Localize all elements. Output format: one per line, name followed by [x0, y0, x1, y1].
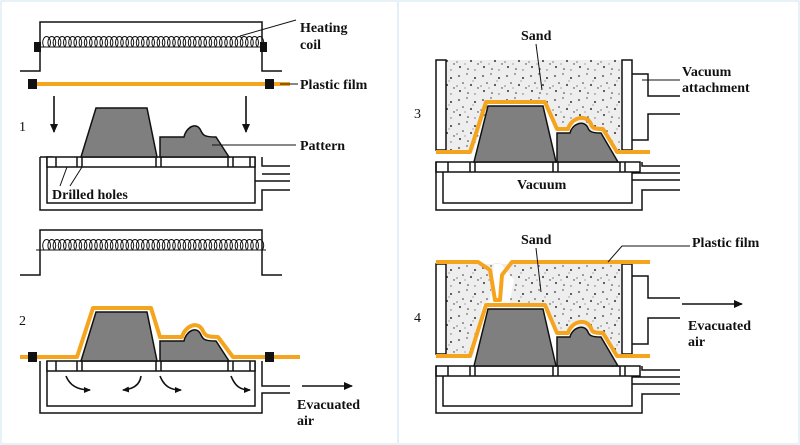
- plastic-film-lower: [436, 303, 650, 358]
- pattern-plate: [46, 156, 256, 168]
- plastic-film-label: Plastic film: [692, 236, 760, 251]
- pattern-shape: [79, 107, 158, 158]
- step-4-number: 4: [414, 311, 421, 326]
- vacuum-attachment: [632, 275, 680, 345]
- plastic-film-draped: [436, 100, 650, 154]
- pattern-plate: [435, 161, 641, 173]
- sand-label: Sand: [521, 29, 552, 44]
- heater-housing: [20, 229, 282, 276]
- heating-coil-label: Heating: [300, 21, 347, 36]
- pattern-label: Pattern: [300, 139, 345, 154]
- step-1-group: Heating coil Plastic film 1 Pattern Dril…: [19, 19, 368, 211]
- drilled-holes-label: Drilled holes: [52, 188, 128, 203]
- plastic-film-upper: [436, 260, 650, 302]
- heating-coil-icon: [36, 239, 266, 251]
- flask-wall-right: [621, 59, 633, 151]
- step-2-number: 2: [19, 314, 26, 329]
- pattern-shape: [556, 326, 620, 367]
- step-4-group: Sand Plastic film 4 Evacuated air: [414, 233, 760, 414]
- vacuum-box: [435, 162, 680, 211]
- sand-label: Sand: [521, 233, 552, 248]
- curved-airflow-arrow-icon: [65, 375, 91, 393]
- clamp-icon: [28, 79, 37, 89]
- flask-wall-left: [435, 59, 447, 151]
- clamp-icon: [265, 352, 274, 362]
- evacuated-air-label: Evacuated: [688, 319, 751, 334]
- heater-housing: [20, 21, 282, 72]
- curved-airflow-arrow-icon: [159, 375, 182, 393]
- step-3-group: Sand Vacuum attachment 3 Vacuum: [414, 29, 750, 211]
- vacuum-label: Vacuum: [517, 178, 567, 193]
- sand-fill: [446, 263, 622, 354]
- vacuum-box: [435, 366, 680, 414]
- flask-wall-right: [621, 263, 633, 355]
- step-1-number: 1: [19, 120, 26, 135]
- pattern-shape: [159, 125, 231, 158]
- vacuum-attachment: [632, 73, 680, 141]
- vacuum-attachment-label: Vacuum: [682, 65, 732, 80]
- curved-airflow-arrow-icon: [230, 375, 251, 393]
- pattern-shape: [159, 329, 231, 362]
- vacuum-attachment-label-2: attachment: [682, 81, 750, 96]
- step-3-number: 3: [414, 107, 421, 122]
- pattern-shape: [473, 105, 557, 163]
- heating-coil-icon: [34, 36, 267, 52]
- sand-fill: [446, 60, 622, 150]
- plastic-film-label: Plastic film: [300, 78, 368, 93]
- evacuated-air-label-2: air: [688, 335, 705, 350]
- pattern-plate: [46, 360, 256, 372]
- flask-wall-left: [435, 263, 447, 355]
- evacuated-air-label-2: air: [297, 414, 314, 429]
- curved-airflow-arrow-icon: [122, 375, 142, 393]
- vacuum-box: [39, 361, 290, 414]
- evacuated-air-label: Evacuated: [297, 398, 360, 413]
- pattern-shape: [556, 122, 620, 163]
- clamp-icon: [28, 352, 37, 362]
- pattern-shape: [473, 308, 557, 367]
- pattern-plate: [435, 365, 641, 377]
- step-2-group: 2 Evacuated air: [19, 229, 360, 429]
- clamp-icon: [265, 79, 274, 89]
- plastic-film-draped: [20, 306, 300, 359]
- pattern-shape: [79, 311, 158, 362]
- heating-coil-label-2: coil: [300, 38, 321, 53]
